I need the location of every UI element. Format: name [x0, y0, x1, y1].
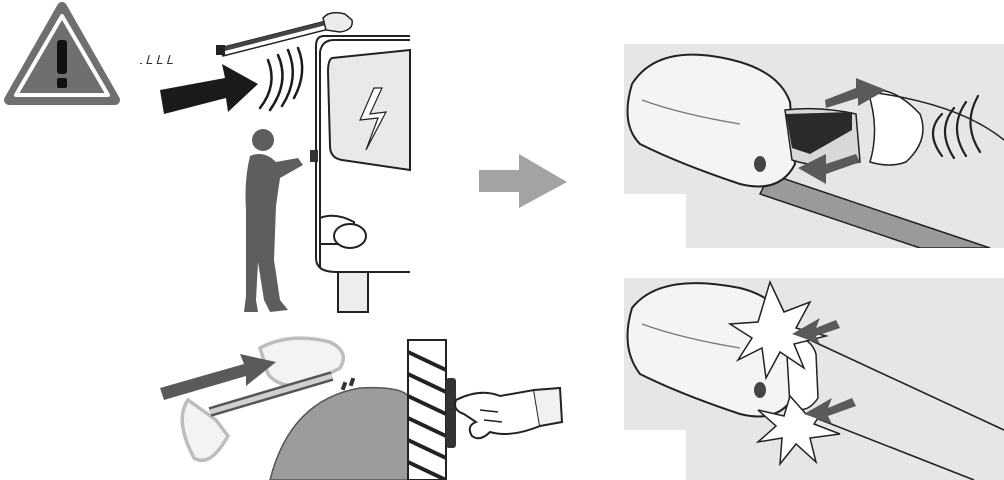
- gust-lines: [260, 48, 302, 110]
- next-step-arrow-icon: [475, 152, 575, 212]
- end-cap-correct-panel: [620, 44, 1004, 248]
- motorhome-wall: [408, 340, 456, 480]
- wind-marks-text: L L L L: [140, 52, 176, 67]
- warning-triangle-icon: [0, 0, 130, 110]
- next-step-arrow: [475, 152, 575, 212]
- screw-marks: [341, 378, 355, 391]
- end-cap-impact-panel: [620, 278, 1004, 480]
- motorhome-roof: [270, 388, 408, 480]
- awning-swing-panel: [150, 330, 570, 480]
- hand-icon: [455, 388, 562, 438]
- wind-arrow-icon: [160, 64, 258, 114]
- warning-panel: [0, 0, 130, 110]
- motorhome-icon: [310, 36, 410, 312]
- wind-scene: L L L L: [140, 0, 420, 320]
- person-icon: [244, 129, 303, 312]
